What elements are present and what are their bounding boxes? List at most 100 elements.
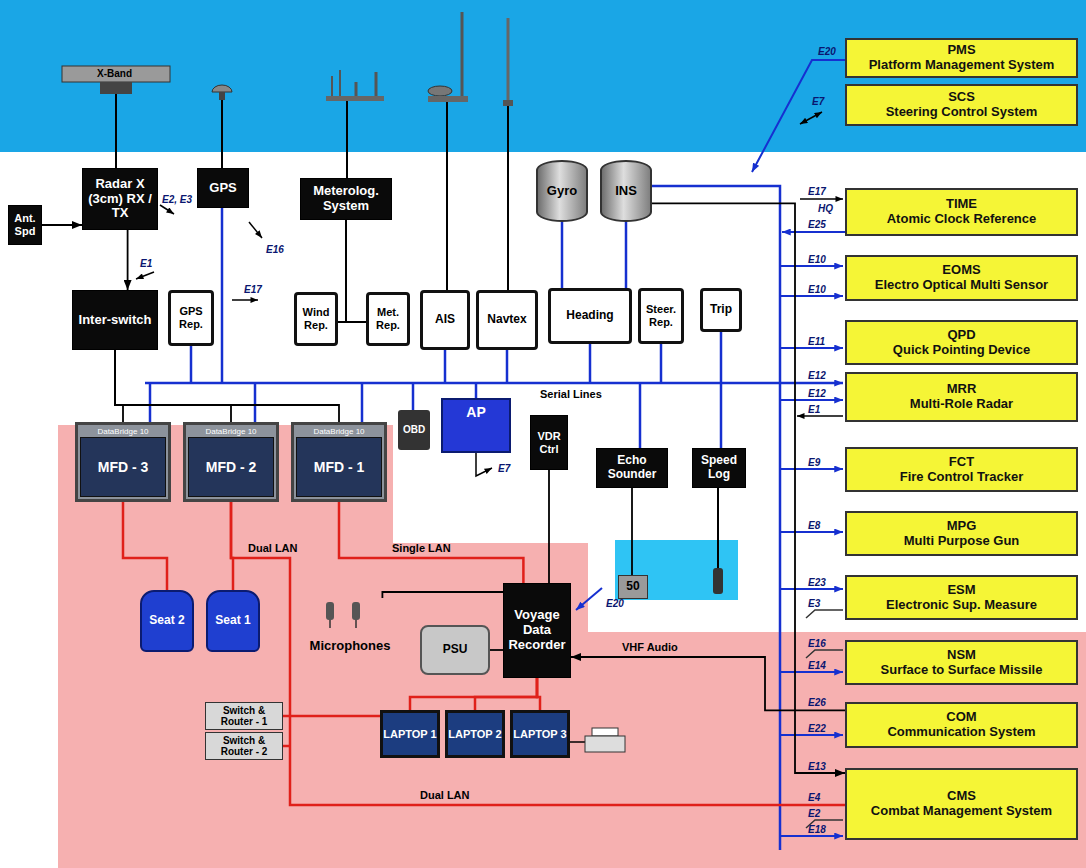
connector <box>123 502 167 590</box>
serial-lines <box>145 186 843 850</box>
multi-function-display: DataBridge 10MFD - 2 <box>183 422 279 502</box>
interface-arrows-part <box>780 468 843 470</box>
autopilot-panel: AP <box>441 398 511 453</box>
antennas-part <box>346 101 348 178</box>
node-text: Electro Optical Multi Sensor <box>875 278 1048 293</box>
connector <box>537 678 540 710</box>
connector <box>548 470 550 583</box>
connector <box>127 230 129 290</box>
serial-lines-part <box>506 350 509 383</box>
serial-lines-part <box>149 383 152 422</box>
sensors-and-devices-part <box>713 568 723 594</box>
transducer-box: 50 <box>618 575 648 599</box>
interface-arrows-part <box>160 205 174 214</box>
system-box: QPDQuick Pointing Device <box>845 320 1078 365</box>
interface-arrows <box>136 60 845 836</box>
antennas-part <box>446 102 448 290</box>
interface-code: E18 <box>808 824 826 835</box>
node-title: Navtex <box>487 313 526 327</box>
node-title: CMS <box>947 789 976 804</box>
serial-lines-part <box>361 383 364 422</box>
antennas-part <box>355 82 358 96</box>
power-supply: PSU <box>420 625 490 675</box>
node-text: Steering Control System <box>886 105 1038 120</box>
interface-code: E9 <box>808 457 820 468</box>
interface-arrows-part <box>806 650 843 658</box>
antennas-part <box>375 72 378 96</box>
antennas-part <box>507 18 510 100</box>
line-label: X-Band <box>97 68 132 80</box>
node-title: Voyage Data Recorder <box>506 608 568 653</box>
sensors-and-devices-part <box>326 602 334 620</box>
interface-code: E22 <box>808 723 826 734</box>
interface-arrows-part <box>780 588 843 590</box>
interface-arrows-part <box>576 588 602 610</box>
interface-code: E26 <box>808 697 826 708</box>
equipment-box: GPS <box>197 168 249 208</box>
serial-lines-part <box>190 346 193 383</box>
interface-arrows-part <box>782 231 845 233</box>
node-text: Atomic Clock Reference <box>887 212 1037 227</box>
interface-code: E1 <box>808 404 820 415</box>
antennas-part <box>62 66 170 82</box>
serial-lines-part <box>412 383 415 410</box>
node-title: Switch & Router - 2 <box>206 735 282 757</box>
serial-lines-part <box>254 383 257 422</box>
node-title: Seat 1 <box>215 614 250 628</box>
connector <box>571 657 845 710</box>
node-title: PMS <box>947 43 975 58</box>
equipment-box: Inter-switch <box>72 290 158 350</box>
node-title: FCT <box>949 455 974 470</box>
system-box: EOMSElectro Optical Multi Sensor <box>845 255 1078 301</box>
antennas-part <box>461 12 464 96</box>
node-text: Combat Management System <box>871 804 1052 819</box>
node-title: Met. Rep. <box>370 306 406 331</box>
interface-arrows-part <box>780 531 843 533</box>
node-title: AIS <box>435 313 455 327</box>
sensors-and-devices-part <box>592 728 618 736</box>
node-title: Trip <box>710 303 732 317</box>
connector <box>231 502 845 805</box>
node-title: DataBridge 10 <box>97 427 148 437</box>
background-part <box>0 0 1086 152</box>
antennas-part <box>507 106 509 290</box>
serial-lines-part <box>145 382 843 385</box>
repeater-display: Navtex <box>476 290 538 350</box>
serial-lines-part <box>589 344 592 383</box>
system-box: NSMSurface to Surface Missile <box>845 640 1078 685</box>
node-text: Multi Purpose Gun <box>904 534 1020 549</box>
sensors-and-devices-part <box>585 736 625 752</box>
interface-code: E17 <box>808 186 826 197</box>
antennas-part <box>326 96 384 101</box>
serial-lines-part <box>444 350 447 383</box>
interface-code: E20 <box>606 598 624 609</box>
node-text: MFD - 1 <box>296 437 382 497</box>
switch-router: Switch & Router - 2 <box>205 732 283 760</box>
interface-code: E16 <box>808 638 826 649</box>
interface-code: HQ <box>818 203 833 214</box>
interface-code: E10 <box>808 284 826 295</box>
node-text: Fire Control Tracker <box>900 470 1024 485</box>
interface-code: E2, E3 <box>162 194 192 205</box>
interface-arrows-part <box>800 112 822 124</box>
interface-arrows-part <box>780 399 843 401</box>
connector <box>42 224 82 226</box>
node-title: MPG <box>947 519 977 534</box>
system-box: FCTFire Control Tracker <box>845 447 1078 492</box>
serial-lines-part <box>221 208 224 383</box>
node-text: Platform Management System <box>869 58 1055 73</box>
sensor-cylinder: INS <box>600 160 652 222</box>
equipment-box: Meterolog. System <box>300 178 392 220</box>
interface-arrows-part <box>780 835 843 837</box>
repeater-display: Met. Rep. <box>366 292 410 346</box>
repeater-display: Heading <box>548 288 632 344</box>
multi-function-display: DataBridge 10MFD - 1 <box>291 422 387 502</box>
background-part <box>58 425 1086 868</box>
node-title: VDR Ctrl <box>533 430 565 455</box>
connector <box>115 350 231 422</box>
antennas-part <box>100 82 132 94</box>
microphone-group: Microphones <box>296 598 404 654</box>
node-title: Steer. Rep. <box>642 303 680 328</box>
